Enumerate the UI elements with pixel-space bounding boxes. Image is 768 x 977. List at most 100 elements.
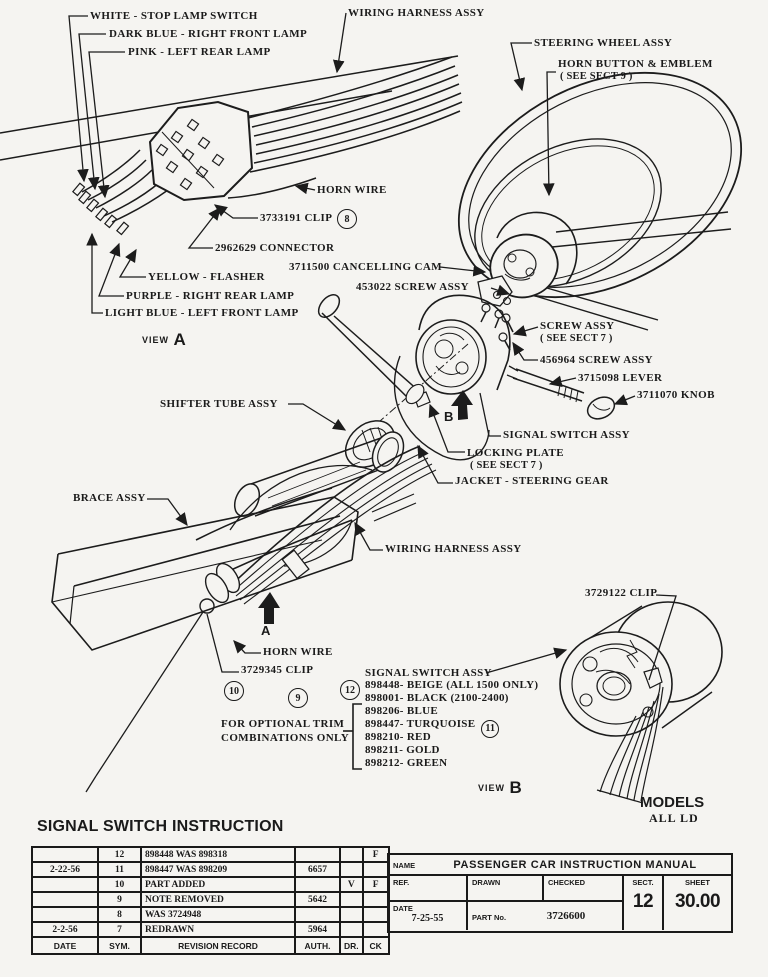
callout-horn-button-emblem-note: ( SEE SECT 9 ) — [560, 71, 633, 82]
view-a-prefix: VIEW — [142, 335, 170, 345]
rev-auth: 5642 — [294, 891, 341, 908]
ref-badge-12: 12 — [340, 680, 360, 700]
date-label: DATE — [393, 904, 413, 913]
ref-label: REF. — [393, 878, 410, 887]
switch-list-item: 898447- TURQUOISE 11 — [365, 718, 500, 738]
callout-purple-right-rear-lamp: PURPLE - RIGHT REAR LAMP — [126, 290, 295, 302]
rev-sym: 9 — [97, 891, 142, 908]
col-header-sym: SYM. — [97, 936, 142, 955]
callout-screw-assy-453022: 453022 SCREW ASSY — [356, 281, 469, 293]
callout-locking-plate: LOCKING PLATE — [467, 447, 564, 459]
table-row: 8 WAS 3724948 — [31, 906, 390, 923]
ref-badge-8: 8 — [337, 209, 357, 229]
rev-dr — [339, 906, 364, 923]
drawn-label: DRAWN — [472, 878, 501, 887]
callout-shifter-tube-assy: SHIFTER TUBE ASSY — [160, 398, 278, 410]
rev-date — [31, 846, 99, 863]
rev-dr — [339, 891, 364, 908]
table-row: 9 NOTE REMOVED 5642 — [31, 891, 390, 908]
models-value: ALL LD — [649, 811, 699, 825]
col-header-record: REVISION RECORD — [140, 936, 296, 955]
arrow-a-icon — [258, 592, 280, 624]
rev-record: NOTE REMOVED — [140, 891, 296, 908]
switch-list-item: 898001- BLACK (2100-2400) — [365, 692, 509, 704]
title-block-name-row: NAME PASSENGER CAR INSTRUCTION MANUAL — [389, 855, 731, 876]
rev-sym: 7 — [97, 921, 142, 938]
rev-record: 898448 WAS 898318 — [140, 846, 296, 863]
rev-record: 898447 WAS 898209 — [140, 861, 296, 878]
sheet-cell: SHEET 30.00 — [662, 876, 731, 930]
brace-column-group — [51, 445, 437, 793]
callout-horn-wire-bottom: HORN WIRE — [263, 646, 333, 658]
rev-sym: 11 — [97, 861, 142, 878]
callout-wiring-harness-assy-top: WIRING HARNESS ASSY — [348, 7, 485, 19]
callout-horn-button-emblem: HORN BUTTON & EMBLEM — [558, 58, 713, 70]
callout-jacket-steering-gear: JACKET - STEERING GEAR — [455, 475, 609, 487]
callout-white-stop-lamp-switch: WHITE - STOP LAMP SWITCH — [90, 10, 258, 22]
ref-badge-11: 11 — [481, 719, 500, 738]
rev-ck: F — [361, 846, 390, 863]
callout-steering-wheel-assy: STEERING WHEEL ASSY — [534, 37, 673, 49]
sect-label: SECT. — [632, 878, 654, 887]
callout-pink-left-rear-lamp: PINK - LEFT REAR LAMP — [128, 46, 271, 58]
callout-yellow-flasher: YELLOW - FLASHER — [148, 271, 265, 283]
rev-date: 2-2-56 — [31, 921, 99, 938]
table-row: 2-22-56 11 898447 WAS 898209 6657 — [31, 861, 390, 878]
shifter-tube-group — [233, 420, 417, 522]
sect-value: 12 — [632, 891, 654, 912]
rev-ck: F — [361, 876, 390, 893]
switch-list-item: 898211- GOLD — [365, 744, 440, 756]
rev-sym: 10 — [97, 876, 142, 893]
rev-ck — [361, 921, 390, 938]
harness-top-group — [0, 55, 463, 236]
callout-knob-3711070: 3711070 KNOB — [637, 389, 715, 401]
col-header-dr: DR. — [339, 936, 364, 955]
rev-auth: 6657 — [294, 861, 341, 878]
rev-ck — [361, 861, 390, 878]
col-header-date: DATE — [31, 936, 99, 955]
rev-date — [31, 876, 99, 893]
solid-arrows-group — [258, 390, 473, 624]
part-cell: PART No. 3726600 — [468, 902, 622, 930]
drawn-cell: DRAWN — [468, 876, 544, 900]
callout-brace-assy: BRACE ASSY — [73, 492, 146, 504]
rev-ck — [361, 906, 390, 923]
table-row: 2-2-56 7 REDRAWN 5964 — [31, 921, 390, 938]
rev-record: PART ADDED — [140, 876, 296, 893]
callout-screw-assy-sect7-note: ( SEE SECT 7 ) — [540, 333, 613, 344]
sect-cell: SECT. 12 — [622, 876, 662, 930]
name-label: NAME — [393, 861, 416, 870]
rev-date — [31, 906, 99, 923]
ref-badge-10: 10 — [224, 681, 244, 701]
title-block: NAME PASSENGER CAR INSTRUCTION MANUAL RE… — [387, 853, 733, 933]
models-title: MODELS — [640, 794, 705, 811]
rev-sym: 12 — [97, 846, 142, 863]
optional-trim-note-line2: COMBINATIONS ONLY — [221, 732, 350, 744]
switch-list-item-text: 898447- TURQUOISE — [365, 718, 476, 730]
sheet-value: 30.00 — [674, 891, 721, 912]
table-row: 12 898448 WAS 898318 F — [31, 846, 390, 863]
arrow-b-letter: B — [444, 409, 454, 424]
view-b-label: VIEW B — [478, 778, 522, 798]
callout-cancelling-cam-3711500: 3711500 CANCELLING CAM — [289, 261, 443, 273]
manual-title: PASSENGER CAR INSTRUCTION MANUAL — [453, 858, 697, 871]
steering-wheel-group — [457, 71, 743, 331]
callout-lever-3715098: 3715098 LEVER — [578, 372, 663, 384]
rev-record: WAS 3724948 — [140, 906, 296, 923]
view-a-letter: A — [173, 330, 186, 349]
callout-locking-plate-note: ( SEE SECT 7 ) — [470, 460, 543, 471]
view-a-label: VIEW A — [142, 330, 186, 350]
instruction-title: SIGNAL SWITCH INSTRUCTION — [37, 818, 284, 835]
rev-dr — [339, 861, 364, 878]
rev-auth — [294, 906, 341, 923]
callout-horn-wire-top: HORN WIRE — [317, 184, 387, 196]
rev-dr — [339, 921, 364, 938]
optional-trim-note-line1: FOR OPTIONAL TRIM — [221, 718, 345, 730]
lever-knob-group — [317, 294, 616, 420]
arrow-b-icon — [451, 390, 473, 420]
rev-record: REDRAWN — [140, 921, 296, 938]
rev-auth — [294, 846, 341, 863]
col-header-auth: AUTH. — [294, 936, 341, 955]
